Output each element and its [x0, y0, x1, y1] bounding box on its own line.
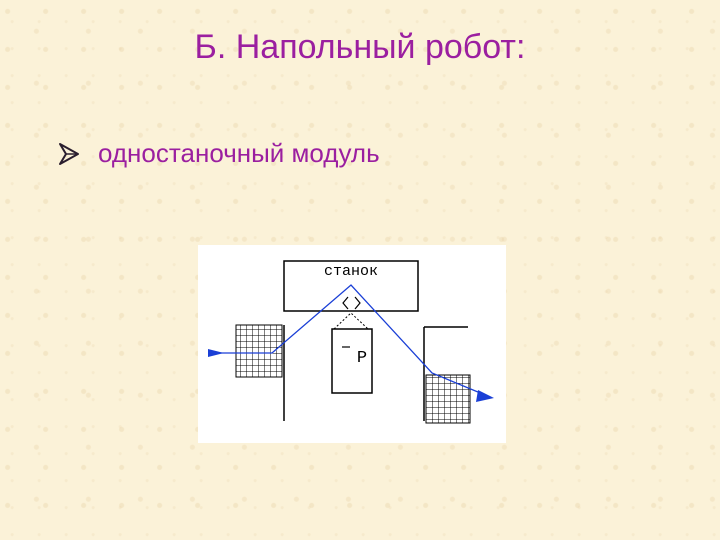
flow-out-arrow-icon	[476, 390, 494, 402]
machine-label: станок	[324, 263, 378, 280]
arrow-bullet-icon	[58, 141, 82, 167]
bullet-item: одностаночный модуль	[58, 138, 380, 169]
bullet-text: одностаночный модуль	[98, 138, 380, 168]
robot-label: P	[357, 349, 367, 368]
slide-title: Б. Напольный робот:	[194, 28, 526, 66]
gripper-icon	[342, 296, 361, 310]
output-storage	[425, 374, 471, 424]
robot-box	[331, 328, 373, 394]
machine-box	[283, 260, 419, 312]
flow-path	[208, 284, 491, 398]
module-diagram: станок P	[198, 245, 506, 443]
flow-in-arrow-icon	[208, 349, 224, 357]
